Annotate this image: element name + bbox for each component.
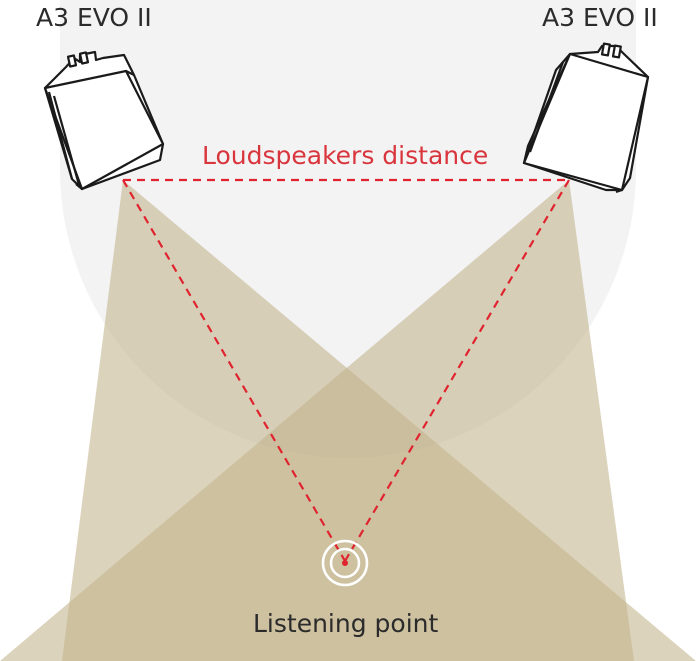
listening-point-marker bbox=[321, 539, 369, 587]
loudspeakers-distance-label: Loudspeakers distance bbox=[202, 141, 488, 170]
distance-lines bbox=[122, 178, 570, 562]
listening-point-label: Listening point bbox=[253, 609, 438, 638]
right-to-listener-line bbox=[344, 179, 570, 562]
right-sound-beam bbox=[0, 180, 634, 661]
left-to-listener-line bbox=[122, 179, 346, 562]
sound-beams bbox=[0, 180, 696, 661]
right-speaker-icon bbox=[522, 42, 650, 194]
left-speaker-label: A3 EVO II bbox=[36, 3, 152, 32]
right-speaker-label: A3 EVO II bbox=[542, 3, 658, 32]
left-speaker-icon bbox=[43, 50, 165, 191]
